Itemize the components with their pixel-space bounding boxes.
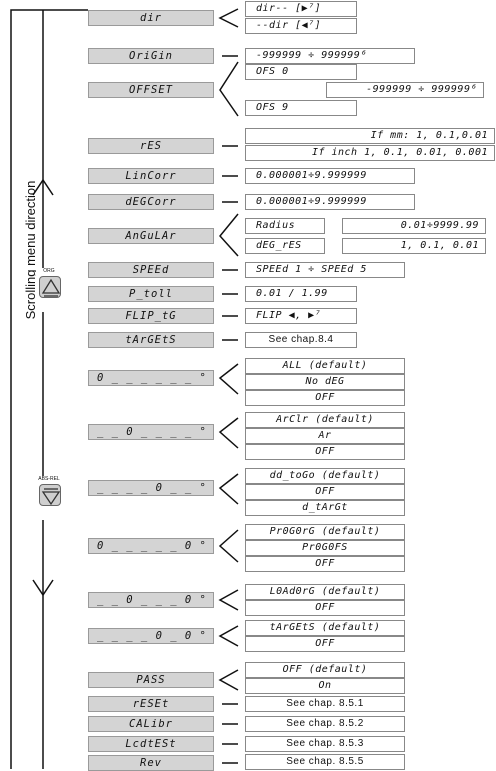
- menu-fliptg[interactable]: FLIP_tG: [88, 308, 214, 324]
- option-d4-off: OFF: [245, 556, 405, 572]
- option-reset-chap: See chap. 8.5.1: [245, 696, 405, 712]
- menu-offset[interactable]: OFFSET: [88, 82, 214, 98]
- menu-pass[interactable]: PASS: [88, 672, 214, 688]
- option-d3-off: OFF: [245, 484, 405, 500]
- option-d1-all: ALL (default): [245, 358, 405, 374]
- menu-display-3[interactable]: _ _ _ _ 0 _ _ °: [88, 480, 214, 496]
- menu-display-6[interactable]: _ _ _ _ 0 _ 0 °: [88, 628, 214, 644]
- option-calibr-chap: See chap. 8.5.2: [245, 716, 405, 732]
- menu-origin[interactable]: OriGin: [88, 48, 214, 64]
- option-origin-range: -999999 ÷ 999999⁶: [245, 48, 415, 64]
- option-d1-off: OFF: [245, 390, 405, 406]
- option-degcorr-range: 0.000001÷9.999999: [245, 194, 415, 210]
- option-d2-ar: Ar: [245, 428, 405, 444]
- menu-display-5[interactable]: _ _ 0 _ _ _ 0 °: [88, 592, 214, 608]
- menu-ptoll[interactable]: P_toll: [88, 286, 214, 302]
- absrel-button[interactable]: [39, 484, 61, 506]
- menu-reset[interactable]: rESEt: [88, 696, 214, 712]
- option-speed-range: SPEEd 1 ÷ SPEEd 5: [245, 262, 405, 278]
- menu-calibr[interactable]: CALibr: [88, 716, 214, 732]
- option-ptoll-range: 0.01 / 1.99: [245, 286, 357, 302]
- menu-degcorr[interactable]: dEGCorr: [88, 194, 214, 210]
- menu-display-2[interactable]: _ _ 0 _ _ _ _ °: [88, 424, 214, 440]
- option-lincorr-range: 0.000001÷9.999999: [245, 168, 415, 184]
- absrel-label: ABS-REL: [38, 476, 60, 482]
- option-d6-off: OFF: [245, 636, 405, 652]
- menu-speed[interactable]: SPEEd: [88, 262, 214, 278]
- absrel-button-group: ABS-REL: [36, 476, 64, 520]
- menu-lincorr[interactable]: LinCorr: [88, 168, 214, 184]
- option-targets-chap: See chap.8.4: [245, 332, 357, 348]
- menu-dir[interactable]: dir: [88, 10, 214, 26]
- option-d6-targets: tArGEtS (default): [245, 620, 405, 636]
- option-d3-dtargt: d_tArGt: [245, 500, 405, 516]
- option-offset-range: -999999 ÷ 999999⁶: [326, 82, 484, 98]
- menu-targets[interactable]: tArGEtS: [88, 332, 214, 348]
- option-d5-off: OFF: [245, 600, 405, 616]
- option-res-mm: If mm: 1, 0.1,0.01: [245, 128, 495, 144]
- option-d2-arclr: ArClr (default): [245, 412, 405, 428]
- option-d1-nodeg: No dEG: [245, 374, 405, 390]
- org-label: ORG: [43, 268, 55, 274]
- option-angular-radius-range: 0.01÷9999.99: [342, 218, 486, 234]
- option-angular-radius: Radius: [245, 218, 325, 234]
- option-d5-loadorg: L0Ad0rG (default): [245, 584, 405, 600]
- org-button[interactable]: [39, 276, 61, 298]
- option-res-inch: If inch 1, 0.1, 0.01, 0.001: [245, 145, 495, 161]
- option-lcdtest-chap: See chap. 8.5.3: [245, 736, 405, 752]
- option-d4-progofs: Pr0G0FS: [245, 540, 405, 556]
- option-offset-last: OFS 9: [245, 100, 357, 116]
- option-dir-forward: dir-- [▶⁷]: [245, 1, 357, 17]
- option-dir-reverse: --dir [◀⁷]: [245, 18, 357, 34]
- option-d2-off: OFF: [245, 444, 405, 460]
- org-button-group: ORG: [36, 268, 64, 312]
- option-fliptg-value: FLIP ◀, ▶⁷: [245, 308, 357, 324]
- option-d4-progorg: Pr0G0rG (default): [245, 524, 405, 540]
- option-pass-off: OFF (default): [245, 662, 405, 678]
- menu-res[interactable]: rES: [88, 138, 214, 154]
- option-rev-chap: See chap. 8.5.5: [245, 754, 405, 770]
- option-angular-degres: dEG_rES: [245, 238, 325, 254]
- option-pass-on: On: [245, 678, 405, 694]
- menu-lcdtest[interactable]: LcdtESt: [88, 736, 214, 752]
- menu-display-4[interactable]: 0 _ _ _ _ _ 0 °: [88, 538, 214, 554]
- option-offset-first: OFS 0: [245, 64, 357, 80]
- option-angular-degres-values: 1, 0.1, 0.01: [342, 238, 486, 254]
- option-d3-ddtogo: dd_toGo (default): [245, 468, 405, 484]
- menu-angular[interactable]: AnGuLAr: [88, 228, 214, 244]
- menu-display-1[interactable]: 0 _ _ _ _ _ _ °: [88, 370, 214, 386]
